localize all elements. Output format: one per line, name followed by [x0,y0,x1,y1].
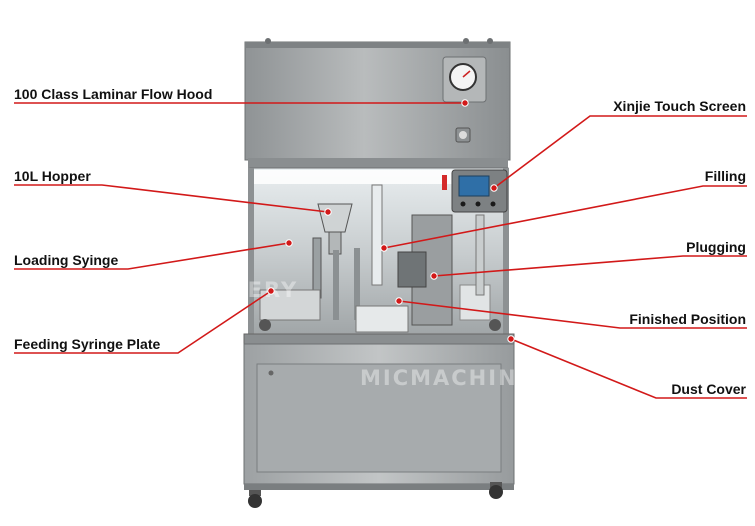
label-plugging: Plugging [686,239,746,255]
callout-loading-syringe-dot [285,239,293,247]
callout-feeding-syringe-plate-dot [267,287,275,295]
callout-plugging [433,255,747,277]
callout-hopper-dot [324,208,332,216]
callout-touch-screen [493,115,747,189]
syringe-plate [259,289,321,321]
callout-dust-cover [510,338,747,399]
label-feeding-syringe-plate: Feeding Syringe Plate [14,336,161,352]
wheel-icon [248,494,262,508]
callout-touch-screen-dot [490,184,498,192]
callout-finished-position [398,300,747,329]
label-touch-screen: Xinjie Touch Screen [613,98,746,114]
working-chamber [243,167,515,345]
bolt-icon [487,38,493,44]
callout-filling-dot [380,244,388,252]
callout-finished-position-dot [395,297,403,305]
watermark-lower: MICMACHINERY [360,366,568,390]
callout-laminar-flow-hood-dot [461,99,469,107]
caster-wheels [248,482,503,508]
label-loading-syringe: Loading Syinge [14,252,119,268]
wheel-icon [489,485,503,499]
label-dust-cover: Dust Cover [671,381,746,397]
cabinet-door [256,363,502,473]
label-finished-position: Finished Position [629,311,746,327]
label-filling: Filling [704,168,746,184]
callout-plugging-dot [430,272,438,280]
tower-lamp-icon [442,175,447,190]
label-laminar-flow-hood: 100 Class Laminar Flow Hood [14,86,213,102]
callout-dust-cover-dot [507,335,515,343]
touch-screen-display [458,175,490,197]
callout-hopper [14,184,329,213]
callout-loading-syringe [14,242,290,270]
bolt-icon [463,38,469,44]
bolt-icon [265,38,271,44]
machine-cabinet [243,343,515,490]
callout-filling [383,185,747,249]
callout-feeding-syringe-plate [14,290,272,354]
watermark-upper: MICMACHINERY [90,278,298,302]
callout-lines [14,99,747,399]
label-hopper: 10L Hopper [14,168,91,184]
finished-tray [355,305,409,333]
